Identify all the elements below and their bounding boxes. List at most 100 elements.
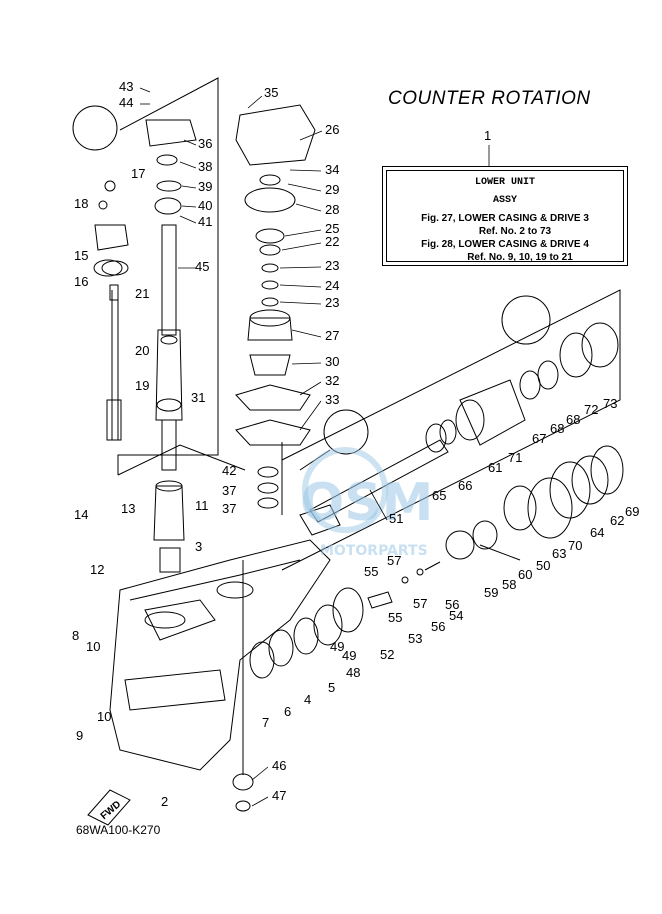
- bearing-housing-rear: [459, 379, 526, 446]
- callout-39: 39: [198, 179, 212, 194]
- reverse-gear: [332, 587, 364, 633]
- callout-40: 40: [198, 198, 212, 213]
- callout-55: 55: [388, 610, 402, 625]
- needle-bearing: [159, 547, 181, 573]
- pump-gasket: [235, 419, 311, 446]
- callout-14: 14: [74, 507, 88, 522]
- callout-23: 23: [325, 258, 339, 273]
- callout-5: 5: [328, 680, 335, 695]
- callout-49: 49: [330, 639, 344, 654]
- drive-shaft-lower: [155, 329, 183, 421]
- detail-inset-right: [501, 295, 551, 345]
- callout-30: 30: [325, 354, 339, 369]
- fwd-arrow-shape: [87, 789, 131, 826]
- callout-68b: 68: [566, 412, 580, 427]
- callout-73: 73: [603, 396, 617, 411]
- assembly-line-2: ASSY: [492, 195, 517, 206]
- pump-cover-gasket: [244, 187, 296, 213]
- detail-inset-center: [323, 409, 369, 455]
- callout-28: 28: [325, 202, 339, 217]
- callout-37: 37: [222, 483, 236, 498]
- callout-11: 11: [195, 498, 209, 513]
- callout-9: 9: [76, 728, 83, 743]
- shift-plunger: [367, 591, 393, 609]
- callout-59: 59: [484, 585, 498, 600]
- callout-12: 12: [90, 562, 104, 577]
- outer-plate: [235, 384, 311, 411]
- callout-33: 33: [325, 392, 339, 407]
- watermark: OSM MOTORPARTS: [300, 447, 433, 559]
- callout-13: 13: [121, 501, 135, 516]
- callout-46: 46: [272, 758, 286, 773]
- water-pump-housing: [235, 104, 316, 166]
- callout-57: 57: [387, 553, 401, 568]
- callout-35: 35: [264, 85, 278, 100]
- forward-gear: [503, 485, 537, 531]
- callout-44: 44: [119, 95, 133, 110]
- callout-34: 34: [325, 162, 339, 177]
- callout-19: 19: [135, 378, 149, 393]
- callout-32: 32: [325, 373, 339, 388]
- page-title: COUNTER ROTATION: [388, 88, 591, 109]
- callout-42: 42: [222, 463, 236, 478]
- callout-2: 2: [161, 794, 168, 809]
- assembly-line-5: Fig. 28, LOWER CASING & DRIVE 4: [421, 239, 589, 250]
- sleeve: [153, 485, 185, 541]
- drive-shaft-upper: [161, 224, 177, 336]
- detail-inset-top-left: [72, 105, 118, 151]
- callout-48: 48: [346, 665, 360, 680]
- callout-47: 47: [272, 788, 286, 803]
- callout-labels: 43 44 35 26 36 38 39 40 41 17 18 15 16 2…: [72, 79, 639, 809]
- callout-21: 21: [135, 286, 149, 301]
- callout-52: 52: [380, 647, 394, 662]
- callout-37b: 37: [222, 501, 236, 516]
- callout-41: 41: [198, 214, 212, 229]
- assembly-line-6: Ref. No. 9, 10, 19 to 21: [467, 252, 573, 263]
- callout-51: 51: [389, 511, 403, 526]
- callout-62: 62: [610, 513, 624, 528]
- callout-58: 58: [502, 577, 516, 592]
- callout-63: 63: [552, 546, 566, 561]
- bearing-housing: [145, 119, 197, 147]
- callout-72: 72: [584, 402, 598, 417]
- callout-67: 67: [532, 431, 546, 446]
- watermark-brand: OSM: [300, 473, 433, 533]
- callout-54: 54: [449, 608, 463, 623]
- rear-cover: [581, 322, 619, 368]
- callout-60: 60: [518, 567, 532, 582]
- callout-8: 8: [72, 628, 79, 643]
- callout-56b: 56: [445, 597, 459, 612]
- callout-45: 45: [195, 259, 209, 274]
- callout-66: 66: [458, 478, 472, 493]
- callout-6: 6: [284, 704, 291, 719]
- fwd-label: FWD: [99, 799, 124, 822]
- assembly-line-1: LOWER UNIT: [474, 177, 535, 188]
- lower-casing: [109, 539, 331, 771]
- leader-lines: [139, 87, 490, 807]
- frame-line-mid: [117, 444, 246, 476]
- callout-55b: 55: [364, 564, 378, 579]
- callout-53: 53: [408, 631, 422, 646]
- callout-57b: 57: [413, 596, 427, 611]
- callout-18: 18: [74, 196, 88, 211]
- callout-17: 17: [131, 166, 145, 181]
- callout-29: 29: [325, 182, 339, 197]
- callout-25: 25: [325, 221, 339, 236]
- callout-50: 50: [536, 558, 550, 573]
- callout-38: 38: [198, 159, 212, 174]
- callout-4: 4: [304, 692, 311, 707]
- callout-31: 31: [191, 390, 205, 405]
- drawing-code: 68WA100-K270: [76, 823, 161, 837]
- callout-26: 26: [325, 122, 339, 137]
- assembly-line-3: Fig. 27, LOWER CASING & DRIVE 3: [421, 213, 589, 224]
- pinion-nut: [235, 800, 251, 812]
- watermark-sub: MOTORPARTS: [320, 543, 428, 559]
- assembly-reference-box: LOWER UNIT ASSY Fig. 27, LOWER CASING & …: [382, 166, 628, 266]
- callout-65: 65: [432, 488, 446, 503]
- callout-24: 24: [325, 278, 339, 293]
- callout-20: 20: [135, 343, 149, 358]
- callout-68: 68: [550, 421, 564, 436]
- callout-27: 27: [325, 328, 339, 343]
- callout-61: 61: [488, 460, 502, 475]
